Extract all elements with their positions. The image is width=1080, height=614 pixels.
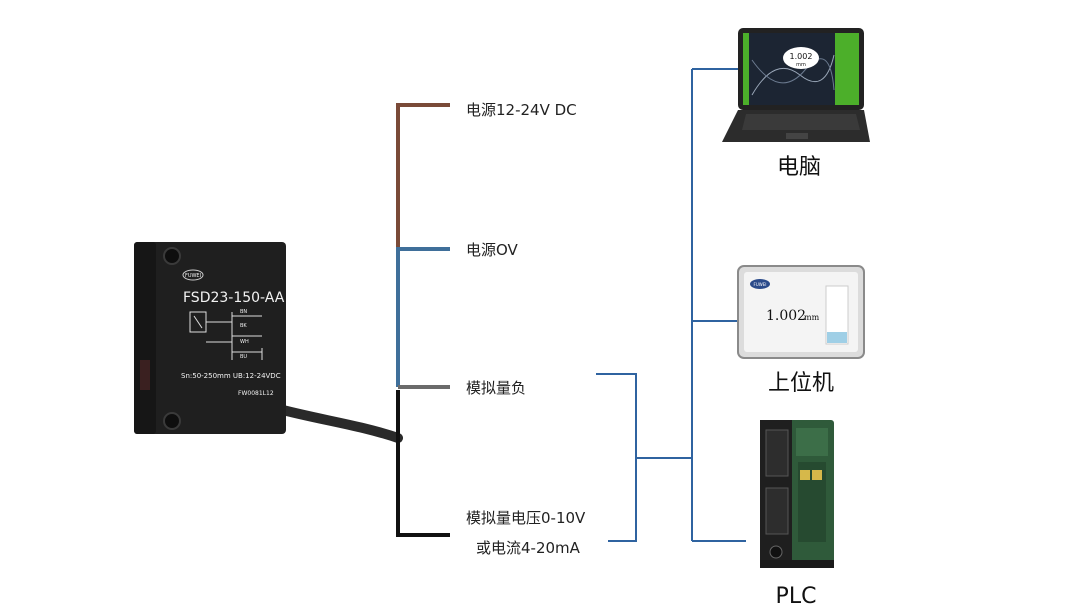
wire-label-power: 电源12-24V DC <box>466 101 577 119</box>
display-level-bar <box>825 285 849 345</box>
wiring-code-bn: BN <box>240 309 247 315</box>
wire-label-analog-signal-line2: 或电流4-20mA <box>476 539 581 557</box>
sensor-schematic <box>189 311 263 360</box>
display-reading: 1.002 <box>766 308 806 324</box>
screen-reading-bubble <box>783 47 819 69</box>
signal-bus <box>596 68 746 542</box>
display-label: 上位机 <box>768 371 834 396</box>
wire-label-analog-neg: 模拟量负 <box>466 379 526 397</box>
wire-label-ground: 电源OV <box>466 241 519 259</box>
wire-analog-signal <box>396 390 450 537</box>
sensor-model: FSD23-150-AA <box>183 290 285 306</box>
display-device: FUWEI 1.002 mm 上位机 <box>737 265 865 396</box>
sensor-device: FUWEI FSD23-150-AA BN BK WH BU Sn:50-250… <box>134 242 403 443</box>
display-unit: mm <box>804 313 820 322</box>
wire-label-analog-signal-line1: 模拟量电压0-10V <box>466 509 586 527</box>
wiring-code-bu: BU <box>240 354 247 360</box>
screw-bottom <box>163 412 181 430</box>
sensor-brand: FUWEI <box>185 273 201 279</box>
display-logo <box>750 279 770 289</box>
wire-power <box>396 103 450 249</box>
bracket-left <box>596 373 637 542</box>
brand-logo: FUWEI <box>182 269 204 281</box>
sensor-body <box>134 242 286 434</box>
screen-reading: 1.002 <box>790 52 813 61</box>
sensor-serial: FW0081L12 <box>238 390 274 397</box>
computer-device: 1.002 mm 电脑 <box>722 28 870 180</box>
wire-ground <box>396 247 450 387</box>
wiring-code-wh: WH <box>240 339 249 345</box>
plc-label: PLC <box>776 584 817 609</box>
screen-unit: mm <box>796 62 806 68</box>
sensor-cable <box>270 403 403 443</box>
wiring-code-bk: BK <box>240 323 247 329</box>
display-brand: FUWEI <box>754 282 767 287</box>
sensor-spec: Sn:50-250mm UB:12-24VDC <box>181 372 281 380</box>
plc-device: PLC <box>760 420 834 609</box>
computer-label: 电脑 <box>777 155 821 180</box>
screw-top <box>163 247 181 265</box>
wire-bundle <box>396 103 450 537</box>
